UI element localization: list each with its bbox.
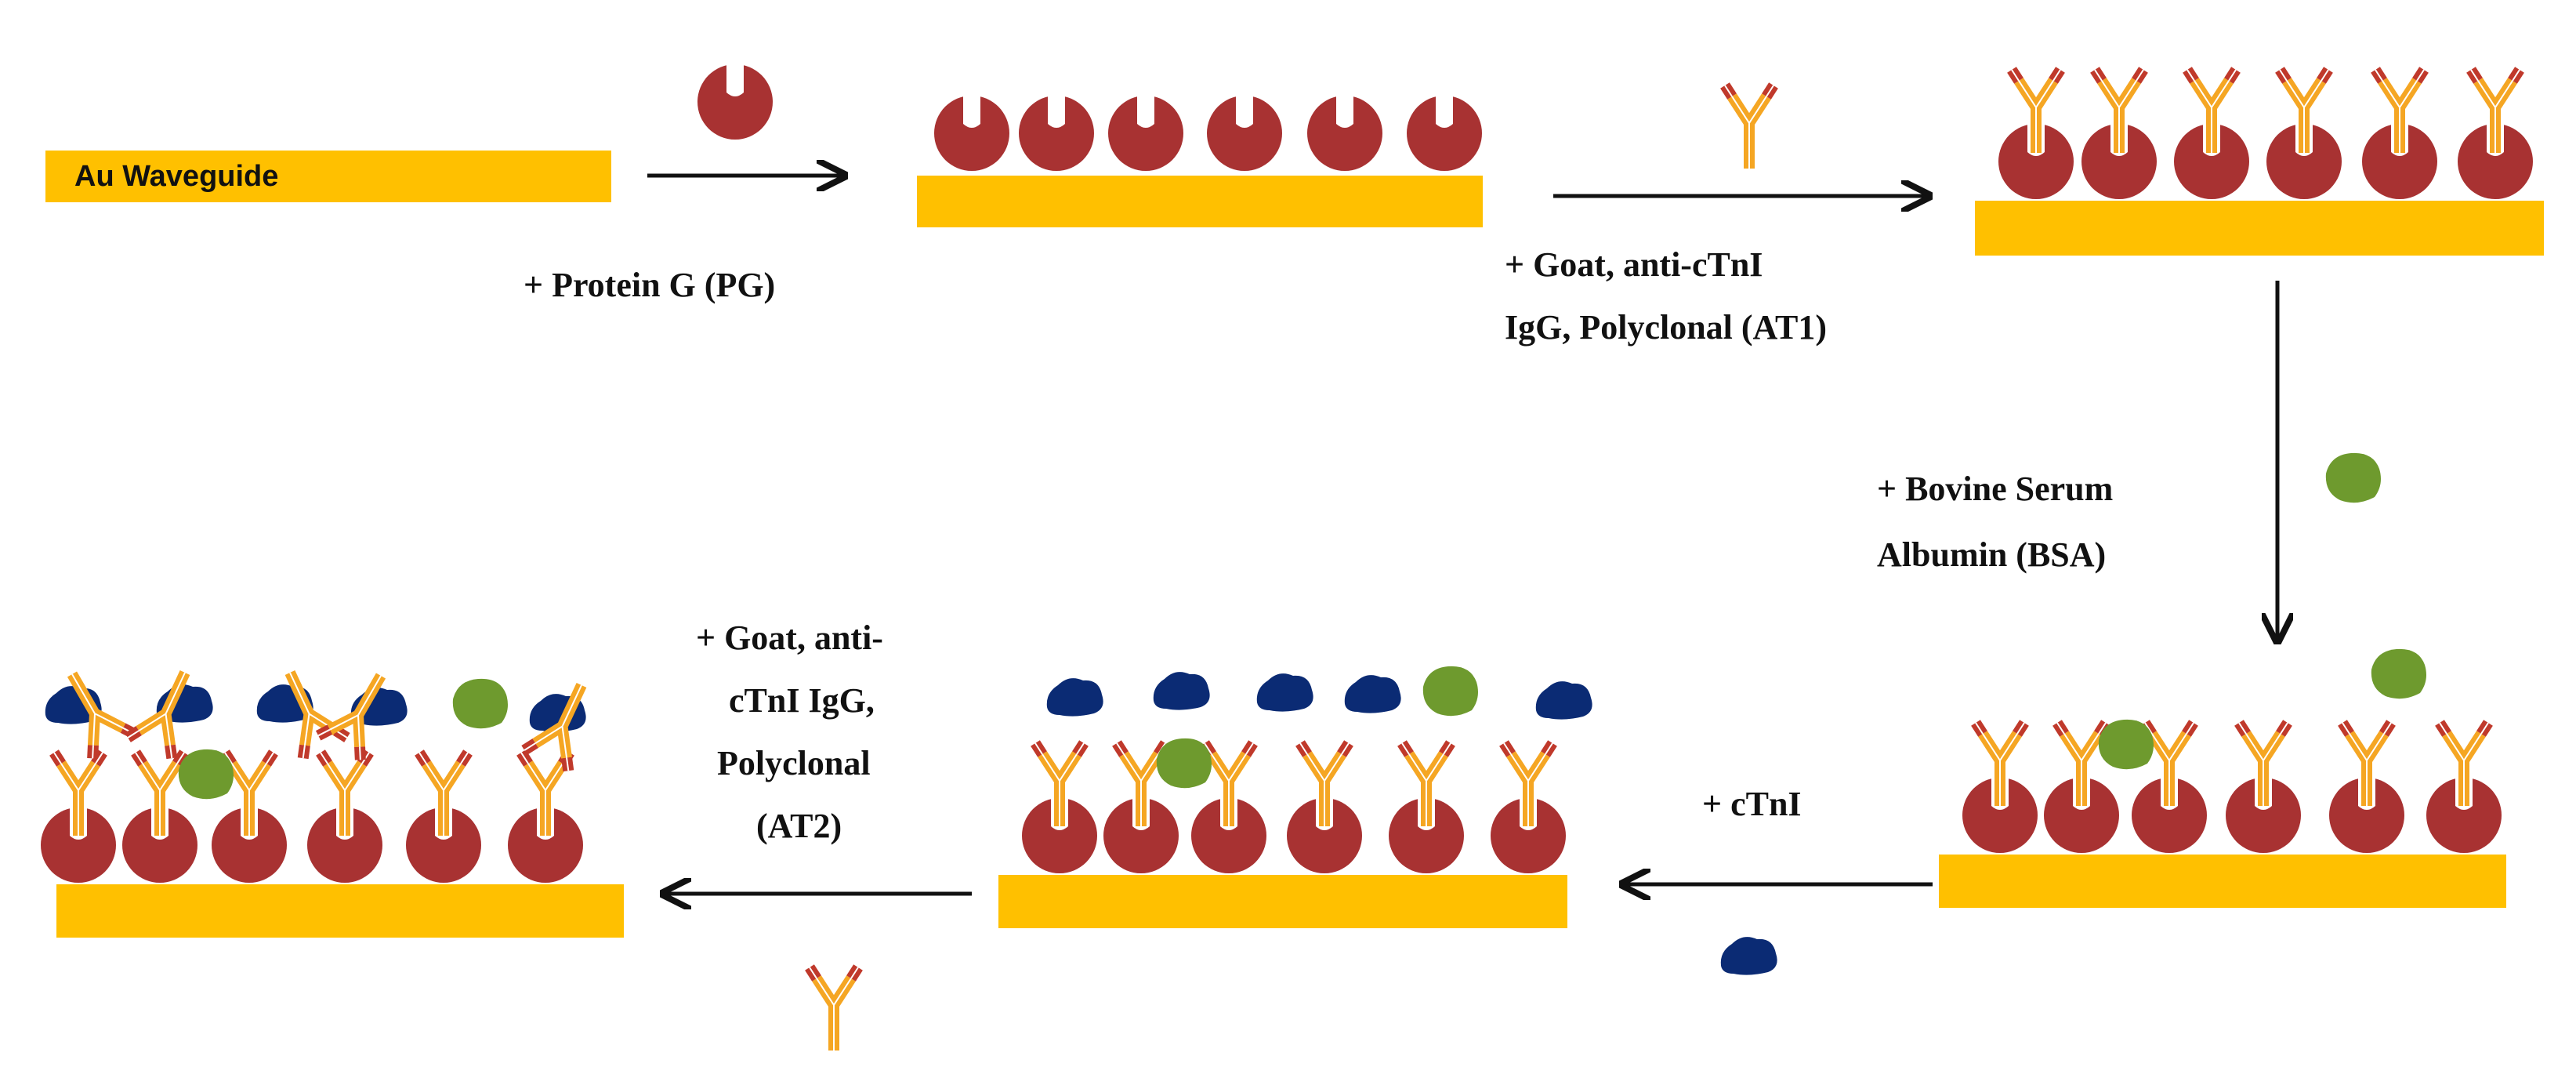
step4-label: + cTnI [1702,785,1802,823]
step2-label-line2: IgG, Polyclonal (AT1) [1505,308,1827,347]
ctni-icon [1344,675,1401,713]
protein-g-icon [1108,94,1183,171]
step5-label-line4: (AT2) [756,807,842,845]
step5-label-line1: + Goat, anti- [696,619,883,657]
protein-g-icon [1407,94,1482,171]
antibody-icon [1725,85,1773,169]
waveguide-bar [998,875,1567,928]
step3-label-line1: + Bovine Serum [1877,470,2113,508]
pg-antibody-row [1998,70,2533,199]
bsa-icon [452,678,508,729]
protein-g-icon [934,94,1009,171]
waveguide-bar [1939,855,2506,908]
ctni-icon [1720,937,1777,975]
pg-antibody-bsa-row [1962,648,2502,853]
sandwich-row [41,662,603,883]
waveguide-bar [45,151,611,202]
ctni-icon [1046,678,1103,717]
protein-g-icon [1307,94,1382,171]
protein-g-icon [1019,94,1094,171]
bsa-icon [2098,719,2154,770]
bsa-icon [1156,738,1212,789]
waveguide-bar [56,884,624,938]
step1-label: + Protein G (PG) [524,266,775,304]
bsa-icon [2325,452,2381,503]
ctni-icon [1256,673,1313,712]
waveguide-bar [917,176,1483,227]
waveguide-bar [1975,201,2544,256]
step5-label-line3: Polyclonal [717,744,871,782]
protein-g-icon [1207,94,1282,171]
step5-label-line2: cTnI IgG, [729,681,875,720]
ctni-icon [1535,681,1592,720]
step3-label-line2: Albumin (BSA) [1877,535,2106,574]
ctni-icon [1153,672,1210,710]
protein-g-icon [697,63,773,140]
waveguide-label: Au Waveguide [74,160,278,193]
protein-g-row [934,94,1482,171]
bsa-icon [178,749,234,800]
antibody-icon [810,967,858,1051]
bsa-icon [2371,648,2426,699]
pg-antibody-ctni-row [1022,666,1592,873]
step2-label-line1: + Goat, anti-cTnI [1505,245,1763,284]
bsa-icon [1422,666,1478,717]
